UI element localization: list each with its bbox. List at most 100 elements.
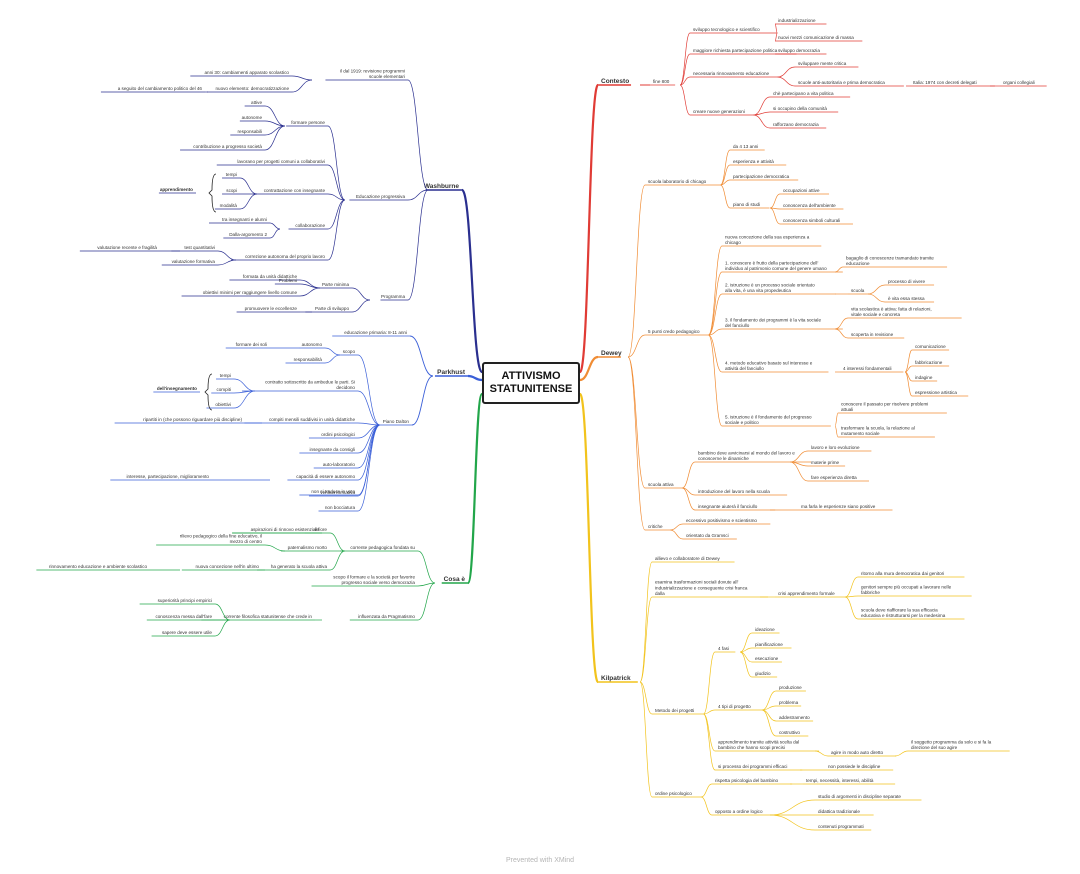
topic-node[interactable]: tempi <box>216 373 234 380</box>
topic-node[interactable]: non possiede le discipline <box>825 764 894 771</box>
topic-node[interactable]: Metodo dei progetti <box>652 708 704 715</box>
branch-kilpatrick[interactable]: Kilpatrick <box>598 675 638 683</box>
topic-node[interactable]: interesse, partecipazione, miglioramento <box>110 474 212 481</box>
topic-node[interactable]: ideazione <box>752 627 780 634</box>
topic-node[interactable]: anni 30: cambiamenti apparato scolastico <box>190 70 292 77</box>
topic-node[interactable]: dell'insegnamento <box>153 386 200 393</box>
topic-node[interactable]: creare nuove generazioni <box>690 109 754 116</box>
topic-node[interactable]: studio di argomenti in discipline separa… <box>815 794 922 801</box>
topic-node[interactable]: genitori sempre più occupati a lavorare … <box>858 584 972 597</box>
topic-node[interactable]: produzione <box>776 685 806 692</box>
topic-node[interactable]: aspirazioni di rinnovo esistenziale <box>232 527 322 534</box>
topic-node[interactable]: sviluppo tecnologico e scientifico <box>690 27 778 34</box>
topic-node[interactable]: organi collegiali <box>1000 80 1047 87</box>
topic-node[interactable]: 4 interessi fondamentali <box>840 366 904 373</box>
topic-node[interactable]: autonomo <box>299 342 325 349</box>
topic-node[interactable]: bambino deve avvicinarsi al mondo del la… <box>695 450 812 463</box>
topic-node[interactable]: tempi <box>222 172 240 179</box>
topic-node[interactable]: pianificazione <box>752 642 792 649</box>
topic-node[interactable]: ordini psicologici <box>308 432 358 439</box>
topic-node[interactable]: industrializzazione <box>775 18 827 25</box>
topic-node[interactable]: 3. il fondamento dei programmi è la vita… <box>722 317 843 330</box>
topic-node[interactable]: sviluppo democrazia <box>775 48 827 55</box>
topic-node[interactable]: contenuti programmati <box>815 824 872 831</box>
topic-node[interactable]: si processo dei programmi efficaci <box>715 764 803 771</box>
topic-node[interactable]: ritorno alla mura democratica dai genito… <box>858 571 965 578</box>
topic-node[interactable]: introduzione del lavoro nella scuola <box>695 489 788 496</box>
topic-node[interactable]: promuovere le eccellenze <box>236 306 300 313</box>
topic-node[interactable]: contrattazione con insegnante <box>252 188 328 195</box>
topic-node[interactable]: Italia: 1974 con decreti delegati <box>910 80 995 87</box>
topic-node[interactable]: fare esperienza diretta <box>808 475 870 482</box>
topic-node[interactable]: responsabilità <box>285 357 325 364</box>
topic-node[interactable]: partecipazione democratica <box>730 174 799 181</box>
topic-node[interactable]: occupazioni attive <box>780 188 830 195</box>
topic-node[interactable]: orientato da Gramsci <box>683 533 737 540</box>
topic-node[interactable]: agire in modo auto diretto <box>828 750 897 757</box>
topic-node[interactable]: paternalismo morto <box>280 545 330 552</box>
topic-node[interactable]: Dalla-argomento 2 <box>223 232 270 239</box>
topic-node[interactable]: conoscenza messa dall'fare <box>146 614 215 621</box>
node-piano-dalton[interactable]: Piano Dalton <box>377 419 412 426</box>
topic-node[interactable]: allievo e collaboratore di Dewey <box>652 556 735 563</box>
branch-cosa-e[interactable]: Cosa è <box>441 576 468 584</box>
topic-node[interactable]: nuovo elemento: democratizzazione <box>207 86 292 93</box>
topic-node[interactable]: fabbricazione <box>912 360 950 367</box>
topic-node[interactable]: 4. metodo educativo basato sul interesse… <box>722 360 829 373</box>
topic-node[interactable]: scopi <box>222 188 240 195</box>
topic-node[interactable]: valutazione recente e fragilità <box>79 245 160 252</box>
topic-node[interactable]: non si traduce in voto <box>299 489 358 496</box>
topic-node[interactable]: vita scolastica è attiva: fatta di relaz… <box>848 306 962 319</box>
topic-node[interactable]: bagaglio di conoscenze tramandato tramit… <box>843 255 948 268</box>
branch-parkhust[interactable]: Parkhust <box>434 369 468 377</box>
topic-node[interactable]: Educazione progressiva <box>349 194 408 201</box>
topic-node[interactable]: contratto sottoscritto da ambedue le par… <box>241 379 358 392</box>
topic-node[interactable]: formare dei soli <box>225 342 270 349</box>
topic-node[interactable]: Problemi <box>274 278 300 285</box>
branch-contesto[interactable]: Contesto <box>598 78 632 86</box>
topic-node[interactable]: crisi apprendimento formale <box>775 591 846 598</box>
topic-node[interactable]: 5 punti credo pedagogico <box>645 329 709 336</box>
topic-node[interactable]: espressione artistica <box>912 390 969 397</box>
topic-node[interactable]: auto-laboratorio <box>313 462 358 469</box>
topic-node[interactable]: attive <box>244 100 265 107</box>
topic-node[interactable]: conoscere il passato per risolvere probl… <box>838 401 947 414</box>
topic-node[interactable]: materie prime <box>808 460 846 467</box>
topic-node[interactable]: addestramento <box>776 715 814 722</box>
topic-node[interactable]: compiti mensili suddivisi in unità didat… <box>244 417 358 424</box>
topic-node[interactable]: indagine <box>912 375 938 382</box>
topic-node[interactable]: insegnante da consigli <box>299 447 358 454</box>
central-topic[interactable]: ATTIVISMO STATUNITENSE <box>482 362 580 404</box>
topic-node[interactable]: scopo il formare e la società per favori… <box>311 574 418 587</box>
topic-node[interactable]: rinnovamento educazione e ambiente scola… <box>36 564 150 571</box>
topic-node[interactable]: non bocciatura <box>318 505 358 512</box>
topic-node[interactable]: autonome <box>239 115 265 122</box>
topic-node[interactable]: educazione primaria: 8-11 anni <box>332 330 410 337</box>
topic-node[interactable]: tra insegnanti e alunni <box>208 217 270 224</box>
topic-node[interactable]: critiche <box>645 524 671 531</box>
topic-node[interactable]: 1. conoscere è frutto della partecipazio… <box>722 260 843 273</box>
topic-node[interactable]: si occupino della comunità <box>770 106 839 113</box>
topic-node[interactable]: esamina trasformazioni sociali dovute al… <box>652 580 769 598</box>
topic-node[interactable]: ma farla le esperienze siano positive <box>798 504 893 511</box>
topic-node[interactable]: costruttivo <box>776 730 809 737</box>
topic-node[interactable]: scuola deve riaffiorare la sua efficacia… <box>858 607 965 620</box>
topic-node[interactable]: scuola <box>848 288 869 295</box>
topic-node[interactable]: a seguito del cambiamento politico del 4… <box>100 86 205 93</box>
topic-node[interactable]: giudizio <box>752 671 778 678</box>
topic-node[interactable]: rafforzano democrazia <box>770 122 827 129</box>
topic-node[interactable]: valutazione formativa <box>161 259 218 266</box>
topic-node[interactable]: superiorità principi empirici <box>139 598 215 605</box>
topic-node[interactable]: tempi, necessità, interessi, abilità <box>803 778 896 785</box>
topic-node[interactable]: opposto a ordine logico <box>712 809 774 816</box>
topic-node[interactable]: formata da unità didattiche <box>229 274 300 281</box>
topic-node[interactable]: Parte minima <box>317 282 352 289</box>
topic-node[interactable]: sapere deve essere utile <box>151 630 215 637</box>
topic-node[interactable]: scuola attiva <box>645 482 683 489</box>
topic-node[interactable]: 5. istruzione è il fondamento del progre… <box>722 414 831 427</box>
topic-node[interactable]: 4 fasi <box>715 646 736 653</box>
node-fine-800[interactable]: fine 800 <box>650 79 676 86</box>
topic-node[interactable]: il soggetto programma da solo e si fa la… <box>908 739 1010 752</box>
topic-node[interactable]: conoscenza simboli culturali <box>780 218 853 225</box>
